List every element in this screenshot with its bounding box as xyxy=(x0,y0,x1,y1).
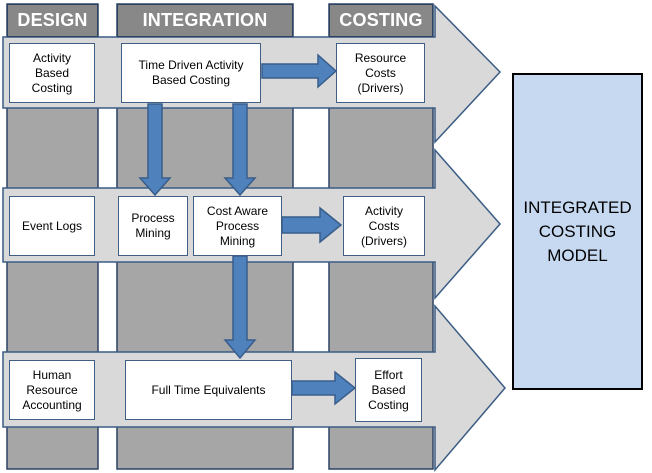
header-costing: COSTING xyxy=(329,4,433,37)
arrow-cost-aware-to-fte xyxy=(223,255,257,360)
box-activity-based-costing: Activity Based Costing xyxy=(9,43,95,103)
header-integration: INTEGRATION xyxy=(117,4,293,37)
box-process-mining: Process Mining xyxy=(118,196,188,256)
arrow-tdabc-to-process-mining xyxy=(138,103,172,197)
box-event-logs: Event Logs xyxy=(9,196,95,256)
arrow-cost-aware-to-activity-costs xyxy=(281,206,343,244)
box-activity-costs: Activity Costs (Drivers) xyxy=(343,196,425,256)
box-human-resource-accounting: Human Resource Accounting xyxy=(9,360,95,420)
box-full-time-equivalents: Full Time Equivalents xyxy=(125,360,292,420)
arrow-fte-to-effort-based-costing xyxy=(291,370,357,406)
arrow-tdabc-to-resource-costs xyxy=(261,53,338,89)
box-cost-aware-process-mining: Cost Aware Process Mining xyxy=(193,196,282,256)
box-time-driven-abc: Time Driven Activity Based Costing xyxy=(121,43,261,103)
integrated-costing-model: INTEGRATED COSTING MODEL xyxy=(512,73,643,390)
arrow-tdabc-to-cost-aware-mining xyxy=(223,103,257,197)
header-design: DESIGN xyxy=(7,4,98,37)
box-effort-based-costing: Effort Based Costing xyxy=(355,358,422,422)
box-resource-costs: Resource Costs (Drivers) xyxy=(336,43,425,103)
